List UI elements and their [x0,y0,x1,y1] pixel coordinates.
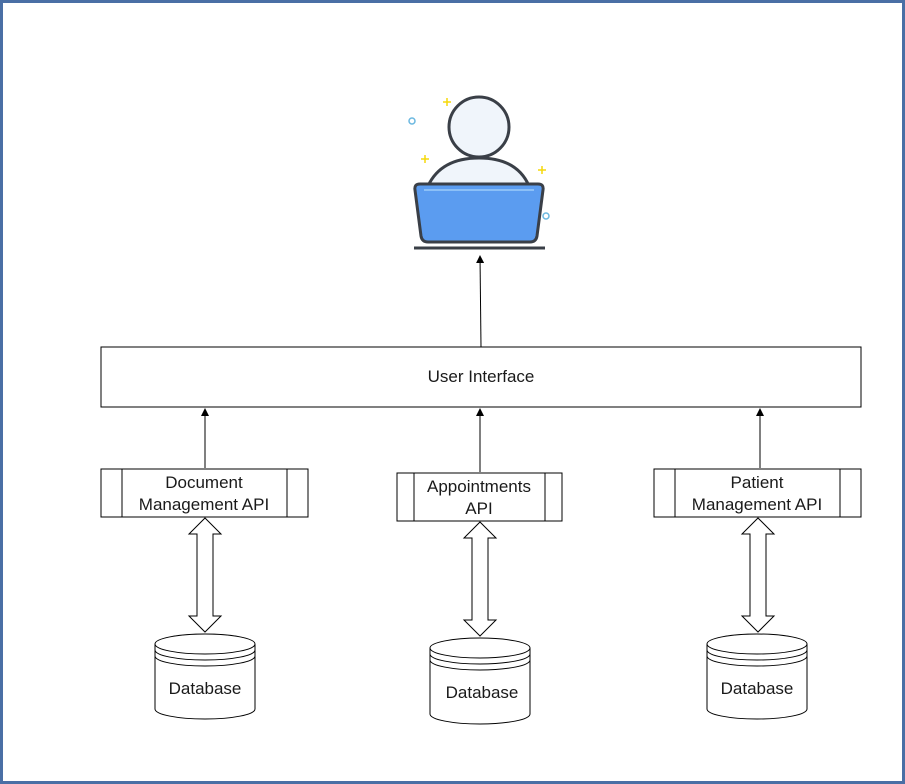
database-label-2: Database [446,683,519,702]
double-arrow-patient-db [740,517,776,633]
arrow-ui-to-user [476,255,485,348]
appointments-api-box: Appointments API [396,472,563,522]
database-label-1: Database [169,679,242,698]
appointments-api-label-line1: Appointments [427,477,531,496]
patient-api-label-line1: Patient [731,473,784,492]
user-head [447,95,511,159]
database-cylinder-2: Database [429,637,531,725]
user-interface-label: User Interface [428,367,535,386]
user-body [425,156,532,188]
laptop-screen [413,182,545,244]
user-at-laptop-icon [408,95,550,250]
double-arrow-appointments-db [462,521,498,637]
bubble-icon [408,117,550,220]
sparkle-icon [421,98,546,174]
patient-api-label-line2: Management API [692,495,822,514]
document-management-api-box: Document Management API [100,468,309,518]
user-interface-box: User Interface [100,346,862,408]
database-cylinder-3: Database [706,633,808,720]
document-api-label-line1: Document [165,473,243,492]
database-label-3: Database [721,679,794,698]
double-arrow-document-db [187,517,223,633]
database-cylinder-1: Database [154,633,256,720]
patient-management-api-box: Patient Management API [653,468,862,518]
appointments-api-label-line2: API [465,499,492,518]
document-api-label-line2: Management API [139,495,269,514]
